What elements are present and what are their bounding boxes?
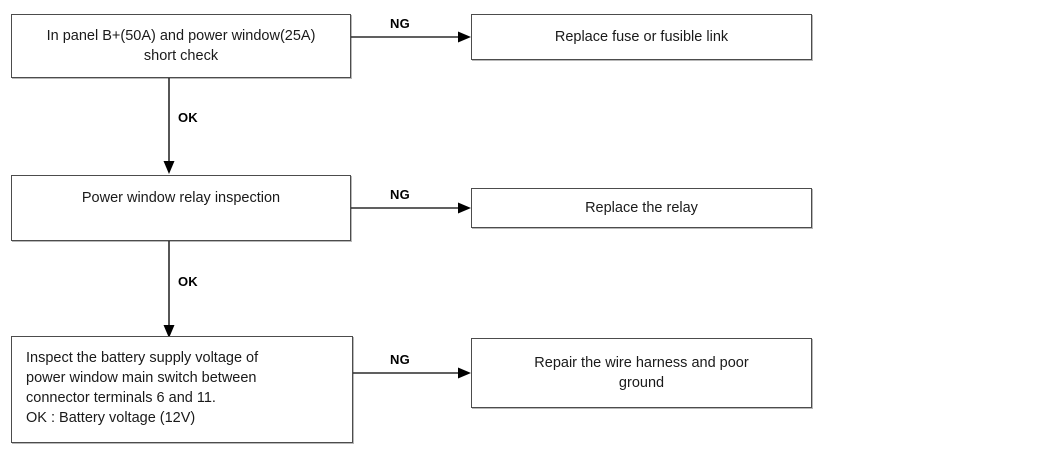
node-result1[interactable]: Replace fuse or fusible link	[471, 14, 812, 60]
node-result1-label: Replace fuse or fusible link	[554, 29, 729, 45]
edge-label-ok-2: OK	[178, 274, 198, 289]
arrowhead	[163, 325, 175, 338]
node-step1[interactable]: In panel B+(50A) and power window(25A) s…	[11, 14, 351, 78]
node-result2-label: Replace the relay	[585, 200, 698, 216]
node-result3[interactable]: Repair the wire harness and poor ground	[471, 338, 812, 408]
node-step1-label: In panel B+(50A) and power window(25A) s…	[46, 28, 316, 64]
arrowhead	[458, 367, 471, 379]
arrowhead	[458, 202, 471, 214]
node-step3-label: Inspect the battery supply voltage of po…	[26, 350, 259, 426]
connector-step1-to-result1	[351, 31, 471, 43]
node-step2[interactable]: Power window relay inspection	[11, 175, 351, 241]
arrowhead	[163, 161, 175, 174]
node-result3-label: Repair the wire harness and poor ground	[534, 355, 749, 391]
edge-label-ng-2: NG	[390, 187, 410, 202]
connector-step3-to-result3	[353, 367, 471, 379]
edge-label-ng-3: NG	[390, 352, 410, 367]
connector-step2-to-step3	[163, 241, 175, 338]
node-result2[interactable]: Replace the relay	[471, 188, 812, 228]
edge-label-ng-1: NG	[390, 16, 410, 31]
connector-step1-to-step2	[163, 78, 175, 174]
edge-label-ok-1: OK	[178, 110, 198, 125]
arrowhead	[458, 31, 471, 43]
connector-step2-to-result2	[351, 202, 471, 214]
node-step2-label: Power window relay inspection	[81, 190, 281, 206]
node-step3[interactable]: Inspect the battery supply voltage of po…	[11, 336, 353, 443]
